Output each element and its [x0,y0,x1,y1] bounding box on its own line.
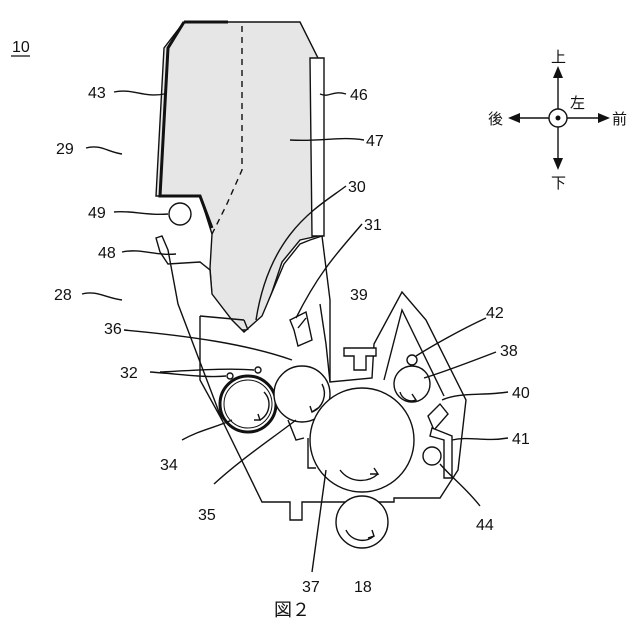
roller-38 [394,366,430,402]
label-29: 29 [56,141,74,158]
label-38: 38 [500,343,518,360]
label-41: 41 [512,431,530,448]
label-42: 42 [486,305,504,322]
roller-34 [220,376,276,432]
label-35: 35 [198,507,216,524]
arrow-up-icon [553,66,563,78]
label-18: 18 [354,579,372,596]
dir-back: 後 [488,110,503,128]
dir-up: 上 [551,48,566,66]
label-44: 44 [476,517,494,534]
label-31: 31 [364,217,382,234]
label-28: 28 [54,287,72,304]
label-34: 34 [160,457,178,474]
dir-front: 前 [612,110,627,128]
arrow-back-icon [508,113,520,123]
label-37: 37 [302,579,320,596]
part-42 [407,355,417,365]
part-39 [344,348,376,370]
arrow-front-icon [598,113,610,123]
label-43: 43 [88,85,106,102]
direction-indicator: 上 下 後 前 左 [488,48,627,192]
label-39: 39 [350,287,368,304]
label-40: 40 [512,385,530,402]
label-46: 46 [350,87,368,104]
figure-caption: 図２ [274,600,310,621]
label-36: 36 [104,321,122,338]
arrow-down-icon [553,158,563,170]
label-49: 49 [88,205,106,222]
ref-number: 10 [12,39,30,56]
label-30: 30 [348,179,366,196]
figure-ref-10: 10 [11,39,30,56]
label-32: 32 [120,365,138,382]
dir-down: 下 [551,174,566,192]
label-48: 48 [98,245,116,262]
roller-44 [423,447,441,465]
label-47: 47 [366,133,384,150]
roller-49 [169,203,191,225]
dir-left: 左 [570,94,585,112]
